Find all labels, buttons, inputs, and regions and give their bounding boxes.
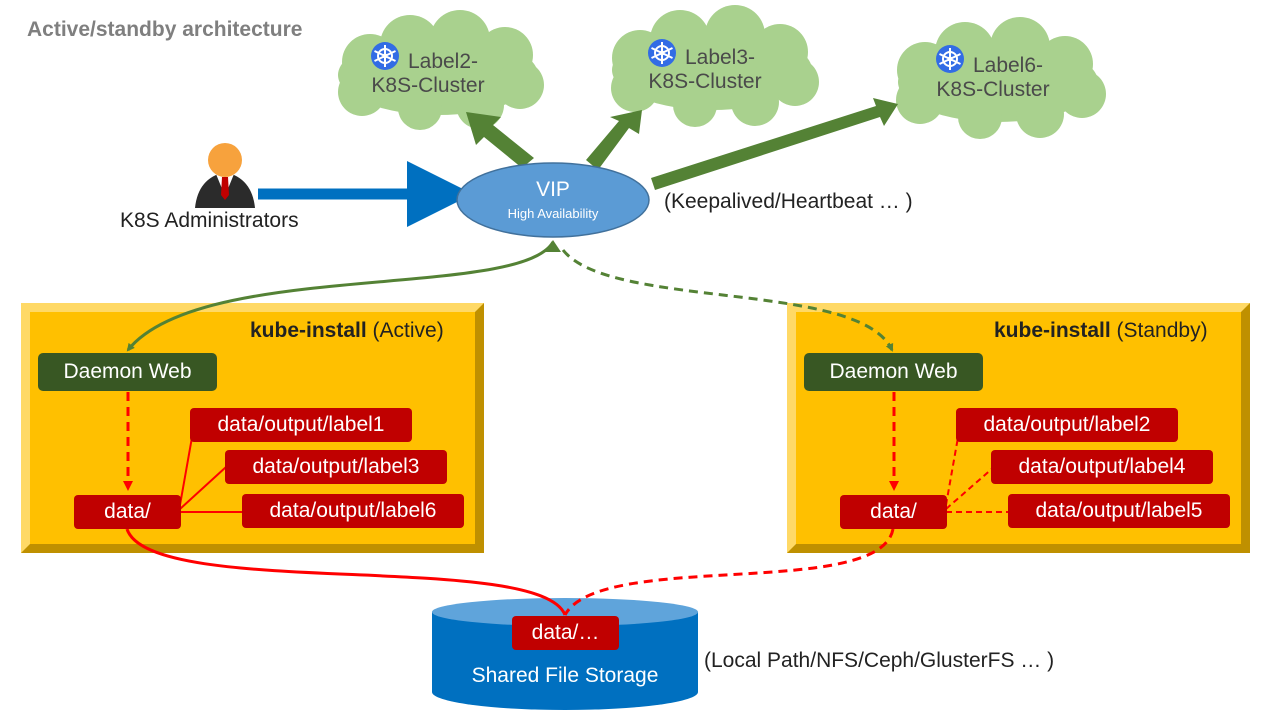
- vip-subtitle: High Availability: [507, 206, 599, 221]
- active-output-label3: data/output/label3: [225, 450, 447, 484]
- vip-title: VIP: [536, 178, 570, 201]
- kubernetes-icon: [648, 39, 676, 67]
- active-panel-title: kube-install (Active): [250, 319, 444, 343]
- active-title-bold: kube-install: [250, 319, 367, 342]
- cluster-label3: Label3- K8S-Cluster: [610, 46, 800, 94]
- standby-title-rest: (Standby): [1110, 319, 1208, 342]
- admin-person-icon: [195, 143, 255, 208]
- standby-panel-title: kube-install (Standby): [994, 319, 1208, 343]
- cluster-label6-line1: Label6-: [972, 54, 1044, 77]
- admin-label: K8S Administrators: [120, 209, 299, 232]
- active-data-box: data/: [74, 495, 181, 529]
- standby-data-box: data/: [840, 495, 947, 529]
- active-output-label6: data/output/label6: [242, 494, 464, 528]
- cluster-label6: Label6- K8S-Cluster: [898, 54, 1088, 102]
- vip-ellipse: [456, 162, 650, 238]
- ha-note: (Keepalived/Heartbeat … ): [664, 190, 913, 213]
- standby-title-bold: kube-install: [994, 319, 1111, 342]
- active-daemon-web-button[interactable]: Daemon Web: [38, 353, 217, 391]
- page-title: Active/standby architecture: [27, 18, 303, 41]
- vip-to-cluster-arrows: [466, 98, 898, 190]
- standby-output-label2: data/output/label2: [956, 408, 1178, 442]
- active-output-label1: data/output/label1: [190, 408, 412, 442]
- standby-daemon-web-button[interactable]: Daemon Web: [804, 353, 983, 391]
- storage-note: (Local Path/NFS/Ceph/GlusterFS … ): [704, 649, 1055, 672]
- storage-data-box: data/…: [512, 616, 619, 650]
- cluster-label3-line1: Label3-: [684, 46, 756, 69]
- cluster-label3-line2: K8S-Cluster: [648, 70, 762, 93]
- storage-label: Shared File Storage: [471, 664, 659, 687]
- standby-output-label4: data/output/label4: [991, 450, 1213, 484]
- cluster-label2: Label2- K8S-Cluster: [333, 50, 523, 98]
- cluster-label6-line2: K8S-Cluster: [936, 78, 1050, 101]
- kubernetes-icon: [936, 45, 964, 73]
- active-title-rest: (Active): [366, 319, 444, 342]
- cluster-label2-line2: K8S-Cluster: [371, 74, 485, 97]
- standby-output-label5: data/output/label5: [1008, 494, 1230, 528]
- kubernetes-icon: [371, 42, 399, 70]
- cluster-label2-line1: Label2-: [407, 50, 479, 73]
